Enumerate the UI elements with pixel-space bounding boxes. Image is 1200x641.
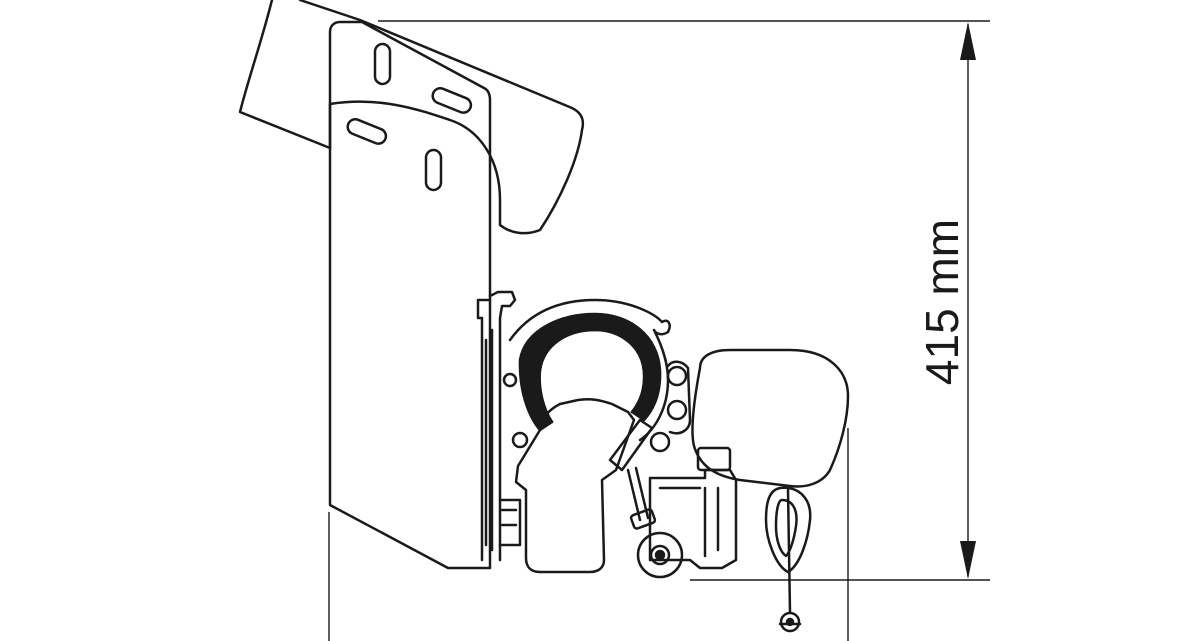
gear-box-detail <box>658 486 720 558</box>
mounting-slot-1 <box>373 42 392 86</box>
bolt-2 <box>666 399 688 421</box>
crank-rod <box>786 488 792 614</box>
mounting-plate <box>328 20 492 570</box>
cover-panel <box>238 0 585 235</box>
pivot-eye-outer <box>636 531 684 579</box>
mounting-slot-2 <box>424 148 443 192</box>
lower-bracket <box>498 498 522 547</box>
mounting-slot-4 <box>346 118 388 145</box>
bracket-rail <box>484 328 494 552</box>
gear-box-cap <box>696 446 732 472</box>
actuator-strut <box>608 418 654 472</box>
bolt-5 <box>502 372 518 388</box>
crank-eye <box>764 486 812 574</box>
cassette-head <box>691 348 850 488</box>
gear-box <box>648 468 738 570</box>
bolt-1 <box>666 365 688 387</box>
crank-ring <box>779 611 801 633</box>
pivot-eye-pin <box>654 549 666 561</box>
dimension-arrow-bottom <box>960 541 976 579</box>
crank-eye-inner <box>774 498 798 558</box>
roller-hub <box>538 328 646 424</box>
dimension-label: 415 mm <box>916 219 968 385</box>
drive-arm <box>514 397 636 574</box>
bracket-profile <box>476 290 517 562</box>
dimension-arrow-top <box>960 22 976 60</box>
bolt-4 <box>511 431 529 449</box>
strut-collar <box>629 508 657 530</box>
bolt-3 <box>649 431 671 453</box>
mounting-slot-3 <box>431 87 473 114</box>
housing-side-plate <box>666 360 692 435</box>
